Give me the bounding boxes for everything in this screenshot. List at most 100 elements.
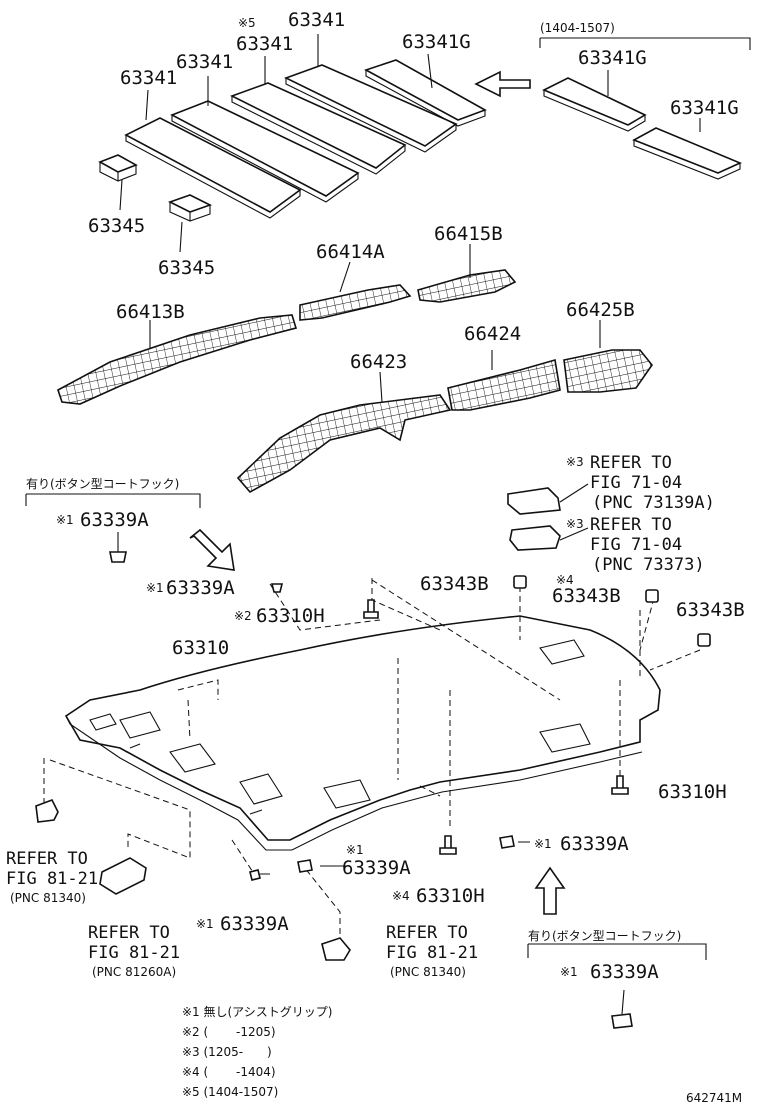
rail-66424 [447,358,561,411]
note-4: ※4 ( -1404) [182,1065,276,1079]
label-63341-a: 63341 [120,67,177,89]
headlining-63310 [43,578,701,940]
rail-66415B [417,269,517,303]
note-2: ※2 ( -1205) [182,1025,276,1039]
label-66415B: 66415B [434,223,503,245]
label-ref-e-2: FIG 81-21 [386,943,478,963]
clip-63310H-2 [611,775,629,795]
label-mark1-c: ※1 [346,843,364,857]
label-63339A-6: 63339A [590,961,659,983]
label-63310: 63310 [172,637,229,659]
label-mark1-d: ※1 [534,837,552,851]
label-66425B: 66425B [566,299,635,321]
hook-clip-4 [249,869,261,881]
label-63341G-a: 63341G [402,31,471,53]
label-mark4-b: ※4 [392,889,410,903]
label-63341G-b: 63341G [578,47,647,69]
direction-arrow-2 [534,866,566,915]
label-63339A-1: 63339A [80,509,149,531]
label-66413B: 66413B [116,301,185,323]
label-63339A-5: 63339A [220,913,289,935]
roof-rails-group [57,244,653,494]
label-63341-c: 63341 [236,33,293,55]
label-63343B-c: 63343B [676,599,745,621]
label-ref-d-1: REFER TO [88,923,170,943]
pad-63345-2 [167,194,213,213]
label-ref-e-1: REFER TO [386,923,468,943]
label-ref-b-1: REFER TO [590,515,672,535]
clip-63310H-3 [439,835,457,855]
assist-grip-bracket-81340-2 [321,937,351,961]
hook-clip-2 [270,583,284,593]
label-ref-d-3: (PNC 81260A) [92,965,176,979]
label-63310H-1: 63310H [256,605,325,627]
coat-hook-group-bottom [527,866,707,1029]
label-63341G-c: 63341G [670,97,739,119]
label-63339A-2: 63339A [166,577,235,599]
note-5: ※5 (1404-1507) [182,1085,278,1099]
label-63339A-3: 63339A [342,857,411,879]
rail-66425B [563,349,653,393]
label-63343B-a: 63343B [420,573,489,595]
assist-grip-81260A [99,857,147,895]
label-66424: 66424 [464,323,521,345]
label-ref-c-1: REFER TO [6,849,88,869]
label-63345-a: 63345 [88,215,145,237]
cap-63343B-2 [645,589,659,603]
pad-63345-1 [98,154,138,173]
note-1: ※1 無し(アシストグリップ) [182,1004,332,1019]
label-mark2: ※2 [234,609,252,623]
label-ref-d-2: FIG 81-21 [88,943,180,963]
clip-63310H-1 [363,599,379,619]
direction-arrow-1 [189,528,235,571]
hook-clip-5 [499,835,515,849]
label-ref-a-3: (PNC 73139A) [592,493,715,513]
label-ref-a-2: FIG 71-04 [590,473,682,493]
label-mark3-b: ※3 [566,517,584,531]
rail-66414A [299,284,412,321]
assist-grip-bracket-81340-1 [35,798,59,823]
replacement-arrow [474,70,531,98]
label-mark1-a: ※1 [56,513,74,527]
fasteners-group [35,483,711,961]
label-hook-group-2: 有り(ボタン型コートフック) [528,929,681,943]
label-63341-d: 63341 [288,9,345,31]
label-66414A: 66414A [316,241,385,263]
coat-hook-group-top [25,493,235,571]
label-note5-mark: ※5 [238,16,256,30]
label-63343B-b: 63343B [552,585,621,607]
label-ref-b-2: FIG 71-04 [590,535,682,555]
roof-insulation-group [98,34,751,253]
label-ref-c-3: (PNC 81340) [10,891,86,905]
label-mark1-b: ※1 [146,581,164,595]
roof-insulation-g-2 [542,77,647,126]
labels: 63341 63341 63341 ※5 63341 63341G (1404-… [6,9,745,1105]
label-mark1-f: ※1 [560,965,578,979]
rail-66413B [57,314,298,405]
label-63341-b: 63341 [176,51,233,73]
label-ref-e-3: (PNC 81340) [390,965,466,979]
label-ref-c-2: FIG 81-21 [6,869,98,889]
cap-63343B-3 [697,633,711,647]
diagram-id: 642741M [686,1091,742,1105]
label-63339A-4: 63339A [560,833,629,855]
label-ref-b-3: (PNC 73373) [592,555,705,575]
note-3: ※3 (1205- ) [182,1045,272,1059]
coat-hook-63339A-6 [611,1013,633,1029]
label-66423: 66423 [350,351,407,373]
hook-clip-3 [297,859,313,873]
label-range: (1404-1507) [540,21,615,35]
coat-hook-63339A-1 [109,551,127,563]
label-ref-a-1: REFER TO [590,453,672,473]
cap-63343B-1 [513,575,527,589]
label-63345-b: 63345 [158,257,215,279]
rail-66423 [236,394,452,494]
label-63310H-3: 63310H [416,885,485,907]
label-mark4-a: ※4 [556,573,574,587]
label-mark1-e: ※1 [196,917,214,931]
label-hook-group-1: 有り(ボタン型コートフック) [26,477,179,491]
map-lamp-73139A [507,487,561,515]
room-lamp-73373 [509,525,561,551]
